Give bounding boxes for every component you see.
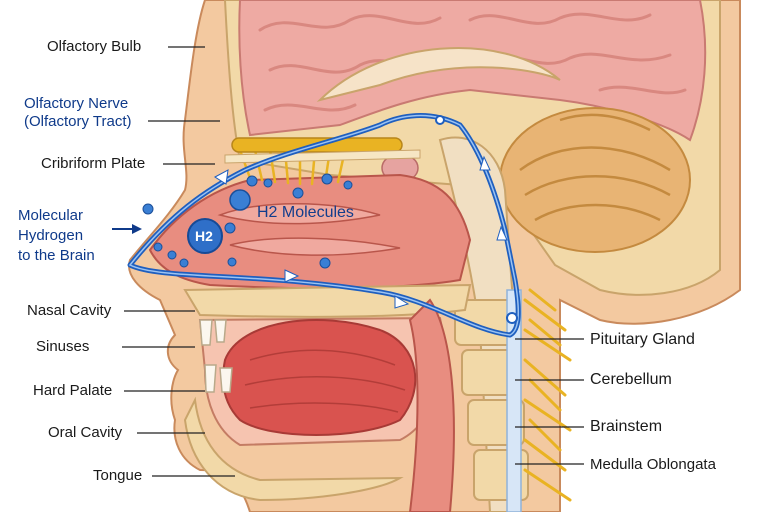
label-brainstem: Brainstem [590,418,662,436]
label-molecular-line3: to the Brain [18,247,95,265]
label-hard-palate: Hard Palate [33,382,112,400]
label-medulla-oblongata: Medulla Oblongata [590,456,716,474]
label-oral-cavity: Oral Cavity [48,424,122,442]
h2-bubble-label: H2 [195,228,213,244]
label-olfactory-nerve-line2: (Olfactory Tract) [24,113,132,131]
label-tongue: Tongue [93,467,142,485]
label-cribriform-plate: Cribriform Plate [41,155,145,173]
cerebellum-shape [500,108,690,252]
label-nasal-cavity: Nasal Cavity [27,302,111,320]
label-olfactory-nerve-line1: Olfactory Nerve [24,95,128,113]
label-olfactory-bulb: Olfactory Bulb [47,38,141,56]
label-pituitary-gland: Pituitary Gland [590,331,695,349]
entry-arrow [112,224,142,234]
label-molecular-line2: Hydrogen [18,227,83,245]
label-molecular-line1: Molecular [18,207,83,225]
label-h2-molecules: H2 Molecules [257,204,354,222]
label-sinuses: Sinuses [36,338,89,356]
label-cerebellum: Cerebellum [590,371,672,389]
